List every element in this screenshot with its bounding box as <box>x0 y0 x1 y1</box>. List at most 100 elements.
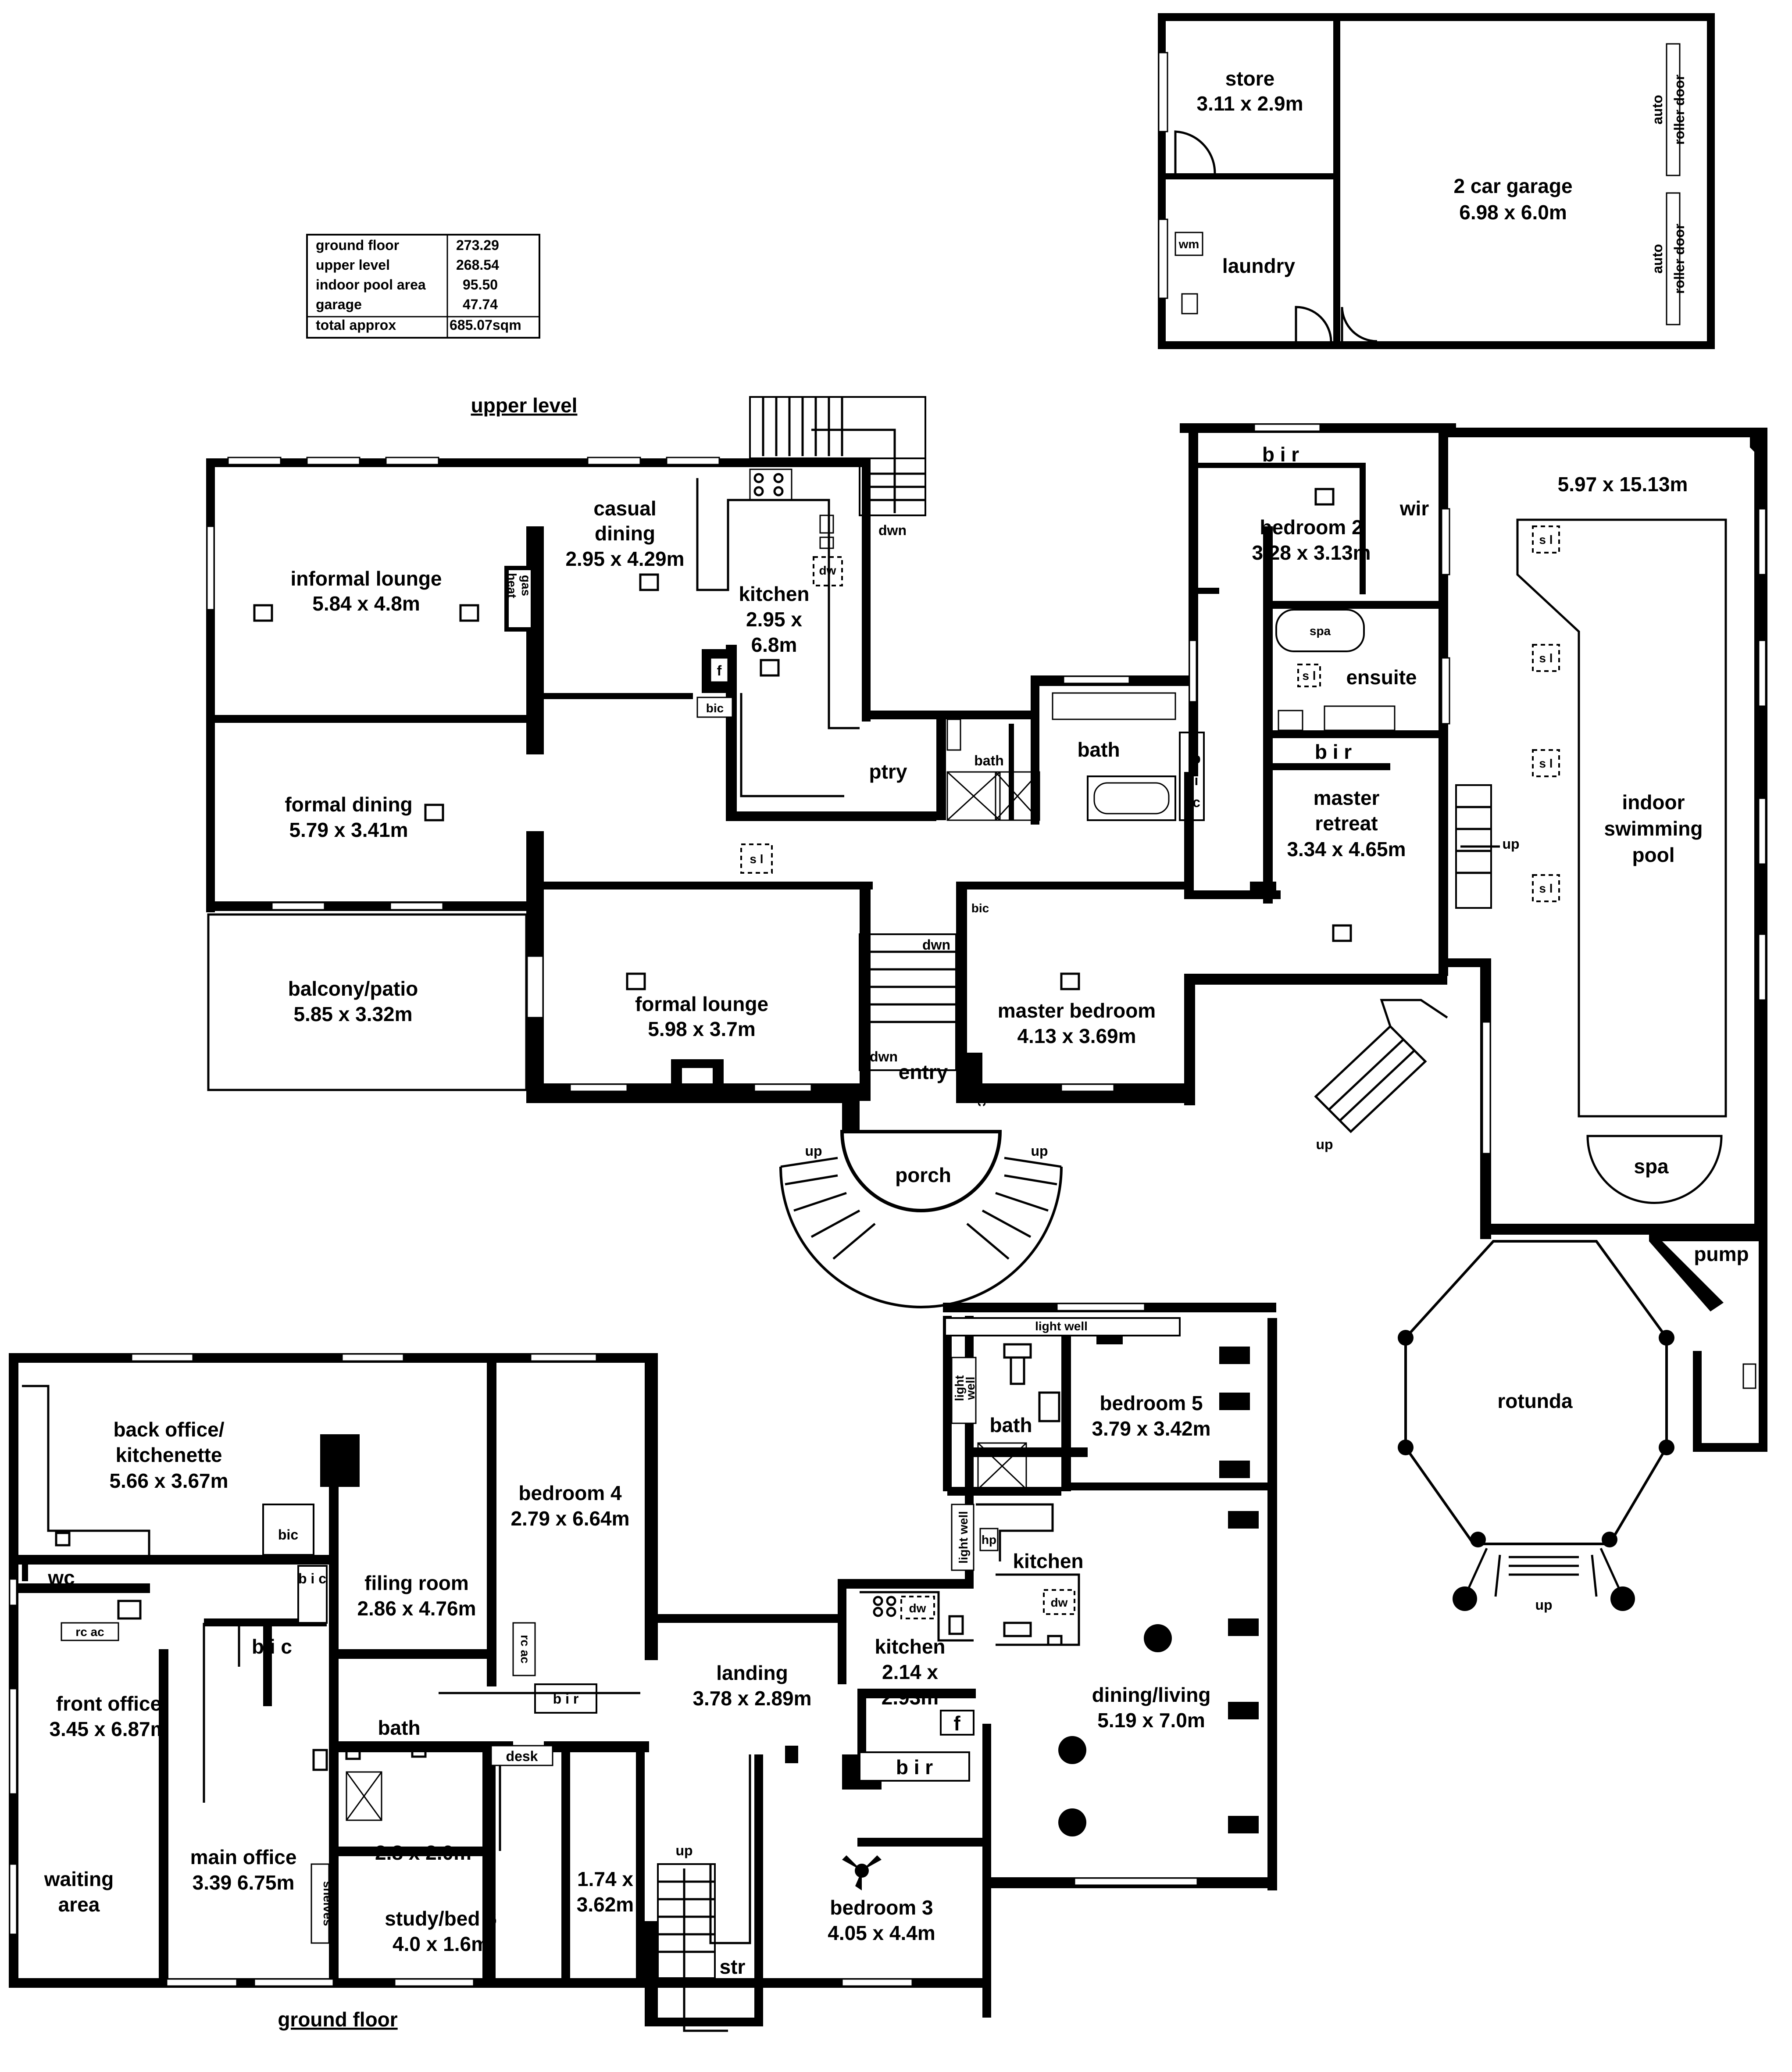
room-name: bath <box>974 753 1004 768</box>
room-name: kitchenette <box>116 1443 222 1466</box>
ground-floor-title: ground floor <box>278 2008 397 2031</box>
room-name: formal dining <box>285 793 412 816</box>
stair-label: up <box>1316 1136 1333 1152</box>
stair-label: dwn <box>870 1049 898 1065</box>
vent-markers <box>253 488 1352 990</box>
rotunda: rotunda up pump <box>1398 1232 1767 1613</box>
bir-label: b i r <box>896 1756 933 1779</box>
bic-label: bic <box>706 701 724 715</box>
room-dim: 2.8 x 2.0m <box>375 1841 471 1864</box>
room-name: casual <box>593 497 656 520</box>
gas-heater-label: heat <box>505 573 519 598</box>
washing-machine-label: wm <box>1178 237 1199 251</box>
roller-door-label: auto <box>1649 244 1665 274</box>
store-label: store <box>1225 67 1274 90</box>
gas-heater-label: gas <box>519 575 533 596</box>
room-dim: 2.95 x 4.29m <box>565 547 684 570</box>
area-row-value: 273.29 <box>456 237 499 253</box>
stair-label: up <box>1535 1597 1552 1613</box>
garage-label: 2 car garage <box>1453 175 1572 197</box>
room-name: bedroom 5 <box>1099 1392 1203 1415</box>
pool-dim: 5.97 x 15.13m <box>1558 473 1688 496</box>
stair-label: up <box>805 1143 822 1159</box>
skylight-label: s l <box>750 852 763 866</box>
skylight-label: s l <box>1302 669 1316 682</box>
upper-level-labels: informal lounge 5.84 x 4.8m casual dinin… <box>285 443 1703 1186</box>
room-name: study/bed 6 <box>385 1907 497 1930</box>
stair-label: up <box>1502 836 1519 852</box>
bic-label: i <box>1195 772 1199 788</box>
room-name: area <box>58 1893 100 1916</box>
room-dim: 5.66 x 3.67m <box>109 1469 228 1492</box>
light-well-label: light well <box>1035 1319 1088 1333</box>
room-dim: 5.79 x 3.41m <box>289 818 408 841</box>
room-dim: 1.74 x <box>577 1868 633 1890</box>
room-name: pool <box>1632 843 1674 866</box>
rc-ac-label: rc ac <box>75 1625 104 1639</box>
room-dim: 4.05 x 4.4m <box>828 1922 935 1944</box>
room-name: master <box>1314 786 1380 809</box>
area-table: ground floor 273.29 upper level 268.54 i… <box>306 234 540 339</box>
room-name: bath <box>989 1414 1032 1436</box>
room-name: ptry <box>869 760 907 783</box>
room-name: waiting <box>44 1868 114 1890</box>
room-name: filing room <box>364 1572 469 1594</box>
upper-level-walls <box>206 423 1767 1239</box>
area-row-label: ground floor <box>316 237 399 253</box>
room-name: kitchen <box>1013 1550 1083 1572</box>
room-dim: 5.19 x 7.0m <box>1097 1709 1205 1732</box>
room-dim: 2.86 x 4.76m <box>357 1597 476 1620</box>
room-name: main office <box>190 1846 297 1868</box>
outbuilding: store 3.11 x 2.9m wm laundry 2 car garag… <box>1158 13 1715 349</box>
bic-label: bic <box>971 901 989 915</box>
room-name: bedroom 4 <box>518 1482 622 1504</box>
room-name: kitchen <box>875 1635 945 1658</box>
room-dim: 5.85 x 3.32m <box>293 1003 412 1025</box>
roller-door-label: roller door <box>1671 75 1687 145</box>
stair-label: up <box>675 1843 693 1858</box>
room-name: front office <box>56 1692 161 1715</box>
stair-label: up <box>1031 1143 1048 1159</box>
stair-label: dwn <box>878 522 907 538</box>
upper-level-title: upper level <box>471 394 578 417</box>
room-name: wc <box>47 1566 75 1589</box>
area-row-value: 268.54 <box>456 257 499 273</box>
room-dim: 3.79 x 3.42m <box>1092 1417 1210 1440</box>
room-dim: 5.84 x 4.8m <box>312 592 420 615</box>
area-row-label: upper level <box>316 257 390 273</box>
room-name: bath <box>1077 738 1120 761</box>
room-name: bedroom 3 <box>830 1896 933 1919</box>
store-dim: 3.11 x 2.9m <box>1197 92 1303 115</box>
room-name: wir <box>1399 497 1429 520</box>
area-row-value: 685.07sqm <box>450 317 521 333</box>
room-name: ensuite <box>1346 666 1417 689</box>
stair-label: dwn <box>922 937 950 953</box>
garage-dim: 6.98 x 6.0m <box>1459 201 1567 224</box>
laundry-label: laundry <box>1222 254 1296 277</box>
ground-floor-fixtures: bic rc ac b i c shelves rc ac b i r desk <box>22 1317 1181 2032</box>
room-name: informal lounge <box>291 567 442 590</box>
room-name: bedroom 2 <box>1260 516 1363 539</box>
room-name: indoor <box>1622 791 1685 814</box>
fridge-label: f <box>717 663 722 679</box>
light-well-label: light <box>953 1375 966 1401</box>
room-dim: 2.93m <box>882 1686 939 1709</box>
spa-label: spa <box>1310 624 1331 638</box>
upper-level-fixtures: dw f bic gas heat spa s l <box>504 396 1727 1308</box>
room-dim: 3.78 x 2.89m <box>693 1687 811 1710</box>
hotplate-label: hp <box>982 1533 996 1547</box>
room-dim: 3.28 x 3.13m <box>1252 541 1371 564</box>
skylight-label: s l <box>1539 533 1553 547</box>
bir-label: b i r <box>1262 443 1299 466</box>
desk-label: desk <box>506 1748 538 1764</box>
roller-door-label: auto <box>1649 95 1665 125</box>
room-name: rotunda <box>1497 1390 1573 1412</box>
skylight-label: s l <box>1539 882 1553 895</box>
shelves-label: shelves <box>321 1881 335 1926</box>
skylight-label: s l <box>1539 651 1553 665</box>
area-row-label: total approx <box>316 317 396 333</box>
room-dim: 2.79 x 6.64m <box>510 1507 629 1530</box>
area-row-value: 47.74 <box>463 297 498 312</box>
room-name: porch <box>895 1164 951 1186</box>
